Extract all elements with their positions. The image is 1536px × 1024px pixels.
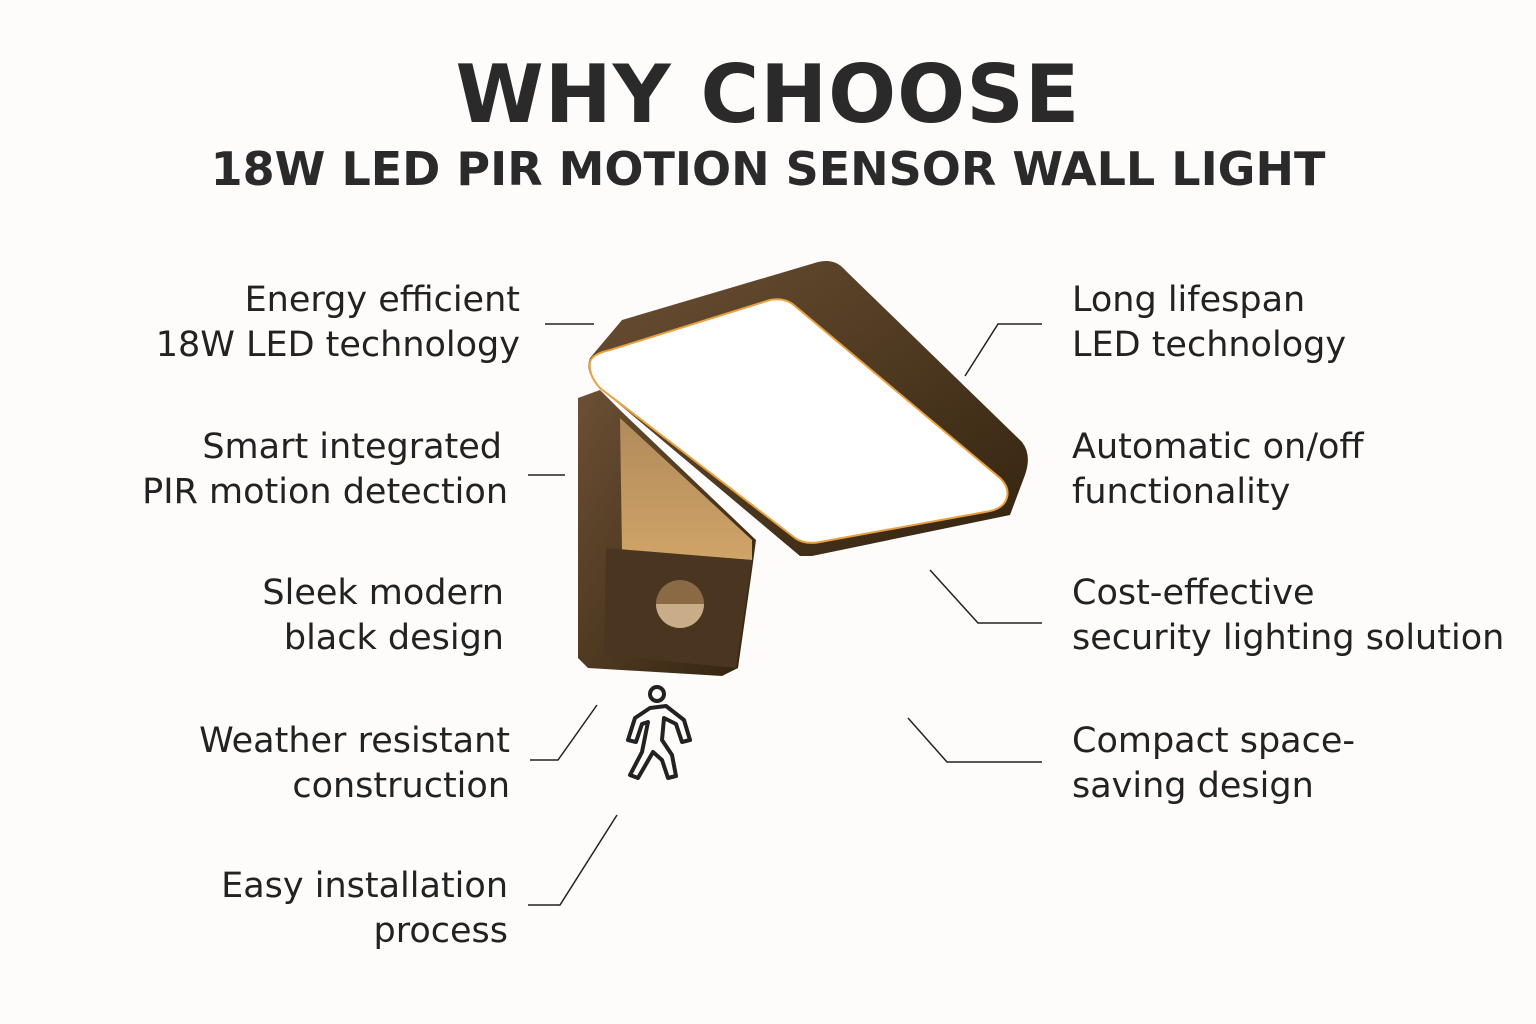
walking-person-icon <box>626 685 692 780</box>
feature-line: LED technology <box>1072 325 1347 365</box>
lamp-head <box>588 261 1028 556</box>
feature-pir-detection: Smart integrated PIR motion detection <box>142 425 508 515</box>
page-subtitle: 18W LED PIR MOTION SENSOR WALL LIGHT <box>210 142 1326 196</box>
feature-line: Automatic on/off <box>1072 427 1364 467</box>
feature-line: Smart integrated <box>202 427 502 467</box>
feature-line: Energy efficient <box>244 280 520 320</box>
wall-mount-base <box>578 390 756 676</box>
feature-energy-efficient: Energy efficient 18W LED technology <box>156 278 520 368</box>
feature-cost-effective: Cost-effective security lighting solutio… <box>1072 571 1504 661</box>
feature-line: functionality <box>1072 472 1291 512</box>
feature-line: Long lifespan <box>1072 280 1306 320</box>
feature-line: Easy installation <box>221 866 508 906</box>
feature-line: construction <box>292 766 510 806</box>
feature-line: Sleek modern <box>262 573 504 613</box>
feature-line: saving design <box>1072 766 1314 806</box>
feature-line: process <box>373 911 509 951</box>
feature-line: Weather resistant <box>199 721 510 761</box>
feature-easy-installation: Easy installation process <box>221 864 508 954</box>
leader-lines <box>528 323 1042 906</box>
feature-compact-design: Compact space- saving design <box>1072 719 1355 809</box>
pir-sensor-icon <box>656 580 704 628</box>
feature-sleek-design: Sleek modern black design <box>262 571 504 661</box>
feature-line: PIR motion detection <box>142 472 508 512</box>
page-title: WHY CHOOSE <box>455 48 1081 141</box>
feature-auto-on-off: Automatic on/off functionality <box>1072 425 1364 515</box>
feature-line: security lighting solution <box>1072 618 1505 658</box>
feature-line: Cost-effective <box>1072 573 1315 613</box>
feature-line: Compact space- <box>1072 721 1356 761</box>
feature-line: 18W LED technology <box>155 325 520 365</box>
feature-long-lifespan: Long lifespan LED technology <box>1072 278 1346 368</box>
feature-line: black design <box>283 618 504 658</box>
feature-weather-resistant: Weather resistant construction <box>199 719 510 809</box>
